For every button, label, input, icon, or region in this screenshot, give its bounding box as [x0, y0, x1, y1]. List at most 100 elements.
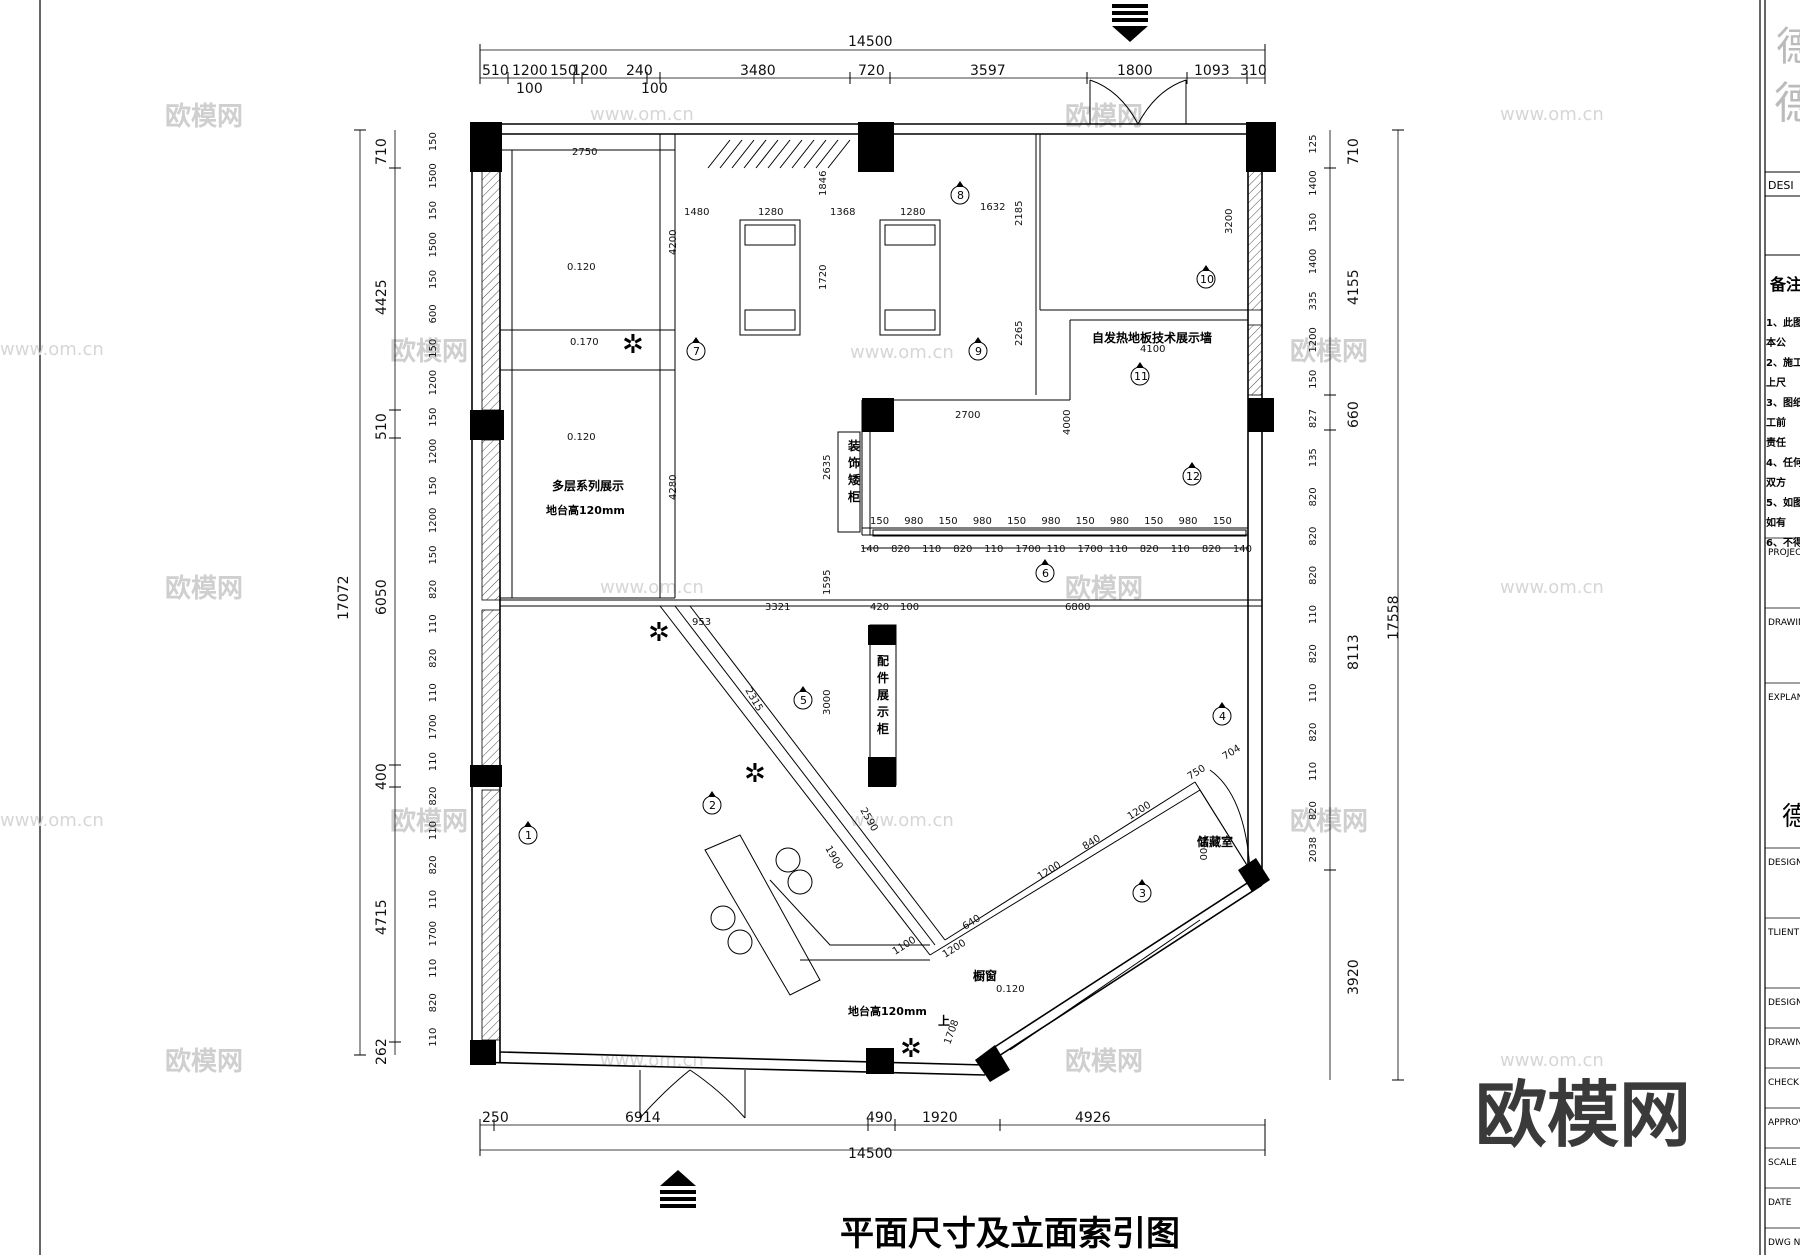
structural-columns — [470, 122, 1276, 1082]
note-line: 4、任何 — [1766, 456, 1800, 469]
dim-label: 150 — [550, 63, 577, 79]
dim-label: 820 — [1308, 723, 1319, 742]
inner-right-dims: 1251400150140033512001508271358208208201… — [1308, 135, 1319, 863]
dim-label: 4000 — [1062, 410, 1073, 435]
level-mark: 0.120 — [567, 432, 596, 443]
plant-icon: ✲ — [622, 330, 644, 360]
url-watermark: www.om.cn — [1500, 1050, 1604, 1071]
index-mark-number: 4 — [1219, 710, 1226, 723]
note-line: 5、如图 — [1766, 496, 1800, 509]
note-line: 双方 — [1766, 476, 1786, 489]
dim-label: 2265 — [1014, 321, 1025, 346]
note-line: 3、图纸 — [1766, 396, 1800, 409]
url-watermark: www.om.cn — [0, 810, 104, 831]
dim-label: 250 — [482, 1110, 509, 1126]
index-mark: 4 — [1212, 702, 1232, 726]
dim-label: 420 — [870, 602, 889, 613]
dim-label: 150 — [428, 545, 439, 564]
dim-label: 3480 — [740, 63, 776, 79]
dim-label: 820 — [953, 544, 972, 555]
dim-label: 110 — [984, 544, 1003, 555]
index-mark-number: 11 — [1134, 370, 1148, 383]
logo-char: 德 — [1774, 78, 1800, 129]
dim-label: 110 — [1308, 683, 1319, 702]
dim-label: 820 — [1202, 544, 1221, 555]
dim-label: 980 — [1178, 516, 1197, 527]
index-mark-number: 12 — [1186, 470, 1200, 483]
dim-label: 6914 — [625, 1110, 661, 1126]
index-mark: 10 — [1196, 265, 1216, 289]
watermarks: 欧模网 www.om.cn 欧模网 www.om.cn www.om.cn 欧模… — [0, 101, 1691, 1157]
dim-label: 1700 — [428, 921, 439, 946]
index-mark-number: 3 — [1139, 887, 1146, 900]
dim-right-total: 17558 — [1386, 595, 1402, 640]
dim-label: 110 — [428, 614, 439, 633]
url-watermark: www.om.cn — [1500, 577, 1604, 598]
index-mark-arrow — [692, 337, 700, 343]
dim-label: 262 — [374, 1038, 390, 1065]
dim-label: 710 — [374, 138, 390, 165]
label-up: 上 — [938, 1013, 950, 1028]
dim-total-bottom: 14500 — [848, 1146, 893, 1162]
dim-label: 750 — [1186, 763, 1208, 782]
level-mark: 0.120 — [996, 984, 1025, 995]
parts-cabinet — [868, 624, 897, 786]
dim-label: 2750 — [572, 147, 597, 158]
dim-label: 1093 — [1194, 63, 1230, 79]
dim-label: 1800 — [1117, 63, 1153, 79]
field-label: DESIGNE — [1768, 998, 1800, 1008]
brand-watermark: 欧模网 — [165, 1046, 243, 1077]
dim-label: 150 — [1144, 516, 1163, 527]
dim-label: 150 — [428, 132, 439, 151]
dim-label: 110 — [428, 890, 439, 909]
dim-label: 3920 — [1346, 959, 1362, 995]
label-platform: 地台高120mm — [546, 503, 625, 517]
index-mark: 2 — [702, 791, 722, 815]
level-marks: 0.120 0.170 0.120 0.120 — [567, 262, 1025, 995]
note-line: 1、此图 — [1766, 316, 1800, 329]
dim-label: 110 — [428, 821, 439, 840]
dim-label: 150 — [428, 408, 439, 427]
dim-label: 820 — [1140, 544, 1159, 555]
dim-label: 820 — [428, 649, 439, 668]
label-parts-cabinet: 配件展示柜 — [876, 653, 889, 736]
index-mark-number: 7 — [693, 345, 700, 358]
bottom-dimensions: 250 6914 490 1920 4926 14500 — [482, 1110, 1111, 1162]
dim-label: 4715 — [374, 899, 390, 935]
index-mark: 3 — [1132, 879, 1152, 903]
title-block: 德 德 DESI 备注 1、此图本公2、施工上尺3、图纸工前责任4、任何双方5、… — [1765, 24, 1800, 1248]
drawing-title: 平面尺寸及立面索引图 — [840, 1214, 1180, 1254]
index-mark: 12 — [1182, 462, 1202, 486]
dim-label: 1700 — [1078, 544, 1103, 555]
dim-label: 3597 — [970, 63, 1006, 79]
logo-mark: 德 — [1776, 24, 1800, 70]
dim-label: 1720 — [818, 265, 829, 290]
index-mark-arrow — [708, 791, 716, 797]
dim-label: 820 — [1308, 527, 1319, 546]
label-floor-heating-wall: 自发热地板技术展示墙 — [1092, 330, 1212, 345]
dim-label: 1200 — [512, 63, 548, 79]
dim-label: 150 — [428, 477, 439, 496]
brand-watermark: 欧模网 — [1065, 101, 1143, 132]
notes-title: 备注 — [1769, 275, 1800, 294]
dim-label: 1200 — [1308, 327, 1319, 352]
dim-label: 1900 — [822, 844, 844, 872]
dim-label: 100 — [900, 602, 919, 613]
dim-label: 827 — [1308, 409, 1319, 428]
dim-label: 3000 — [822, 690, 833, 715]
index-mark-number: 5 — [800, 694, 807, 707]
dim-label: 1200 — [428, 439, 439, 464]
dim-label: 4155 — [1346, 269, 1362, 305]
dim-label: 100 — [516, 81, 543, 97]
label-multi-display: 多层系列展示 — [552, 478, 624, 493]
index-mark-arrow — [524, 821, 532, 827]
note-line: 上尺 — [1766, 376, 1786, 389]
brand-watermark: 欧模网 — [1290, 806, 1368, 837]
dim-label: 110 — [428, 959, 439, 978]
url-watermark: www.om.cn — [0, 339, 104, 360]
brand-watermark: 欧模网 — [1065, 1046, 1143, 1077]
label-storage-room: 储藏室 — [1197, 834, 1233, 849]
